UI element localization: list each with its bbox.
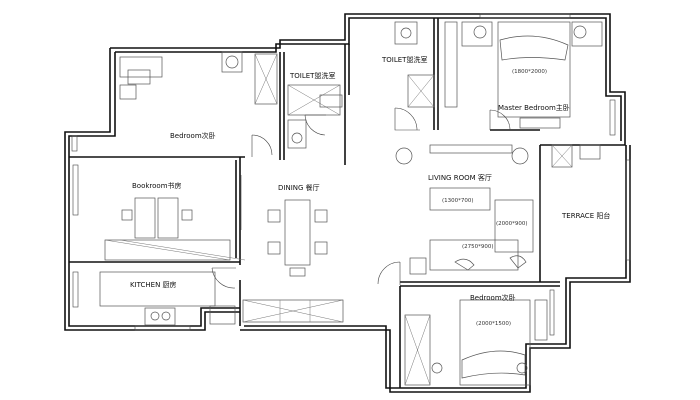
dimension-labels: (1800*2000) (1300*700) (2000*900) (2750*… [442,69,547,327]
label-master-bedroom: Master Bedroom主卧 [498,103,570,112]
bedroom-1-furniture [119,51,278,157]
bedroom-2-furniture [404,299,548,386]
label-dining: DINING 餐厅 [278,183,320,192]
label-bookroom: Bookroom书房 [132,181,182,190]
terrace-fixtures [539,144,601,260]
label-toilet-1: TOILET盥洗室 [289,71,335,80]
label-bedroom-2: Bedroom次卧 [470,293,516,302]
label-kitchen: KITCHEN 厨房 [130,280,177,289]
room-labels: Bedroom次卧 TOILET盥洗室 TOILET盥洗室 Master Bed… [130,55,610,302]
master-bedroom-furniture [444,21,603,131]
dim-sofa: (2750*900) [462,244,494,250]
label-toilet-2: TOILET盥洗室 [381,55,427,64]
dining-furniture [242,199,344,323]
living-room-furniture [377,144,534,285]
label-terrace: TERRACE 阳台 [561,211,610,220]
dim-rug: (1300*700) [442,198,474,204]
label-living-room: LIVING ROOM 客厅 [428,173,492,182]
toilet-1-fixtures [287,84,343,149]
interior-walls [69,18,560,388]
toilet-2-fixtures [394,21,435,131]
bookroom-furniture [104,175,246,261]
dim-bed-2: (2000*1500) [476,321,511,327]
dim-master-bed: (1800*2000) [512,69,547,75]
dim-sofa-area: (2000*900) [496,221,528,227]
windows [71,13,631,336]
label-bedroom-1: Bedroom次卧 [170,131,216,140]
kitchen-furniture [99,267,236,326]
